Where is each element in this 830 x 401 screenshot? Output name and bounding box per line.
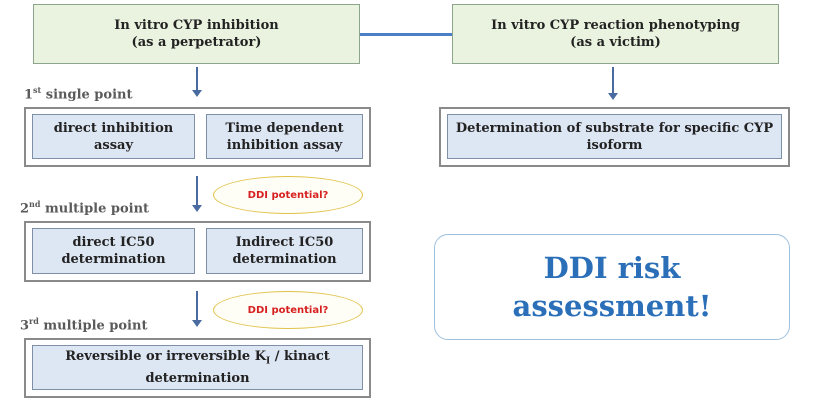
ddi-risk-assessment: DDI risk assessment! — [434, 234, 790, 340]
cyp-phenotyping-box: In vitro CYP reaction phenotyping (as a … — [452, 4, 779, 64]
step-3-label: 3rd multiple point — [20, 316, 148, 334]
step-1-label: 1st single point — [24, 85, 133, 103]
cyp-inhibition-title: In vitro CYP inhibition — [114, 18, 279, 33]
arrow-down-icon — [191, 176, 203, 212]
cyp-phenotyping-subtitle: (as a victim) — [570, 35, 661, 50]
arrow-down-icon — [191, 291, 203, 327]
time-dependent-inhibition-box: Time dependent inhibition assay — [206, 114, 363, 159]
ddi-potential-ellipse: DDI potential? — [213, 291, 363, 329]
direct-inhibition-assay-box: direct inhibition assay — [32, 114, 195, 159]
substrate-determination-box: Determination of substrate for specific … — [447, 114, 782, 159]
ki-kinact-determination-box: Reversible or irreversible KI / kinact d… — [32, 345, 363, 390]
arrow-down-icon — [607, 67, 619, 100]
step-2-label: 2nd multiple point — [20, 199, 150, 217]
cyp-phenotyping-title: In vitro CYP reaction phenotyping — [491, 18, 740, 33]
indirect-ic50-box: Indirect IC50 determination — [206, 228, 363, 274]
ddi-potential-ellipse: DDI potential? — [213, 176, 363, 214]
perpetrator-victim-connector — [360, 33, 452, 36]
arrow-down-icon — [191, 67, 203, 97]
direct-ic50-box: direct IC50 determination — [32, 228, 195, 274]
cyp-inhibition-subtitle: (as a perpetrator) — [131, 35, 262, 50]
cyp-inhibition-box: In vitro CYP inhibition (as a perpetrato… — [33, 4, 360, 64]
